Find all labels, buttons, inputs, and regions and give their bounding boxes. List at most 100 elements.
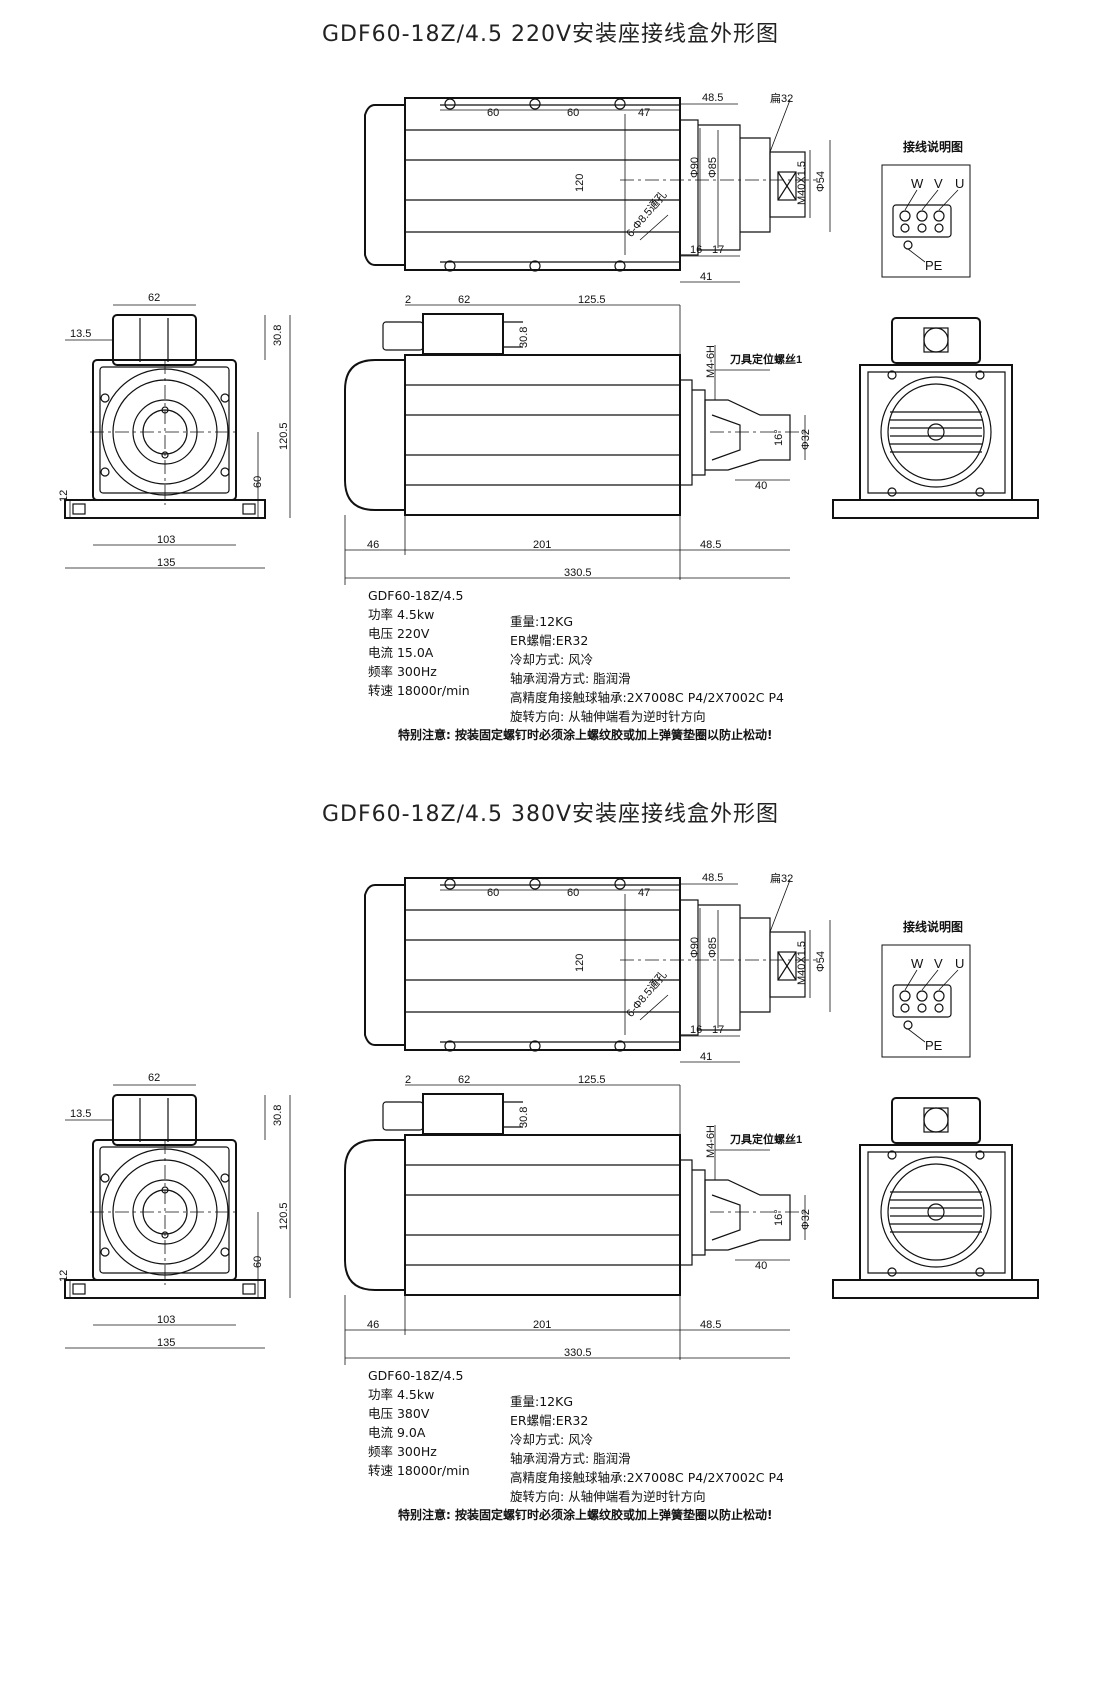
dim-135: 135 — [157, 1337, 176, 1349]
dim-dia-85: Φ85 — [707, 936, 719, 958]
terminal-v-label: V — [934, 956, 943, 971]
dim-dia-32: Φ32 — [800, 428, 812, 450]
spec-left-row: 电压 380V — [368, 1406, 430, 1421]
dim-60-a: 60 — [487, 107, 500, 119]
flat-32-label: 扁32 — [770, 93, 794, 105]
dim-46: 46 — [367, 1319, 380, 1331]
dim-16: 16 — [690, 1024, 703, 1036]
spec-right-row: 高精度角接触球轴承:2X7008C P4/2X7002C P4 — [510, 1470, 784, 1485]
side-view — [344, 304, 810, 585]
dim-60-b: 60 — [567, 887, 580, 899]
dim-dia-54: Φ54 — [815, 950, 827, 972]
special-note: 特别注意: 按装固定螺钉时必须涂上螺纹胶或加上弹簧垫圈以防止松动! — [398, 728, 773, 742]
spec-right-row: 冷却方式: 风冷 — [510, 652, 594, 667]
top-view — [364, 97, 831, 283]
wiring-diagram — [881, 164, 971, 278]
dim-120-5: 120.5 — [278, 422, 290, 450]
dim-135: 135 — [157, 557, 176, 569]
dim-dia-85: Φ85 — [707, 156, 719, 178]
terminal-pe-label: PE — [925, 1038, 943, 1053]
dim-46: 46 — [367, 539, 380, 551]
spec-right-row: ER螺帽:ER32 — [510, 1413, 589, 1428]
dim-48-5-side: 48.5 — [700, 1319, 722, 1331]
spec-right-row: 冷却方式: 风冷 — [510, 1432, 594, 1447]
wiring-diagram — [881, 944, 971, 1058]
dim-103: 103 — [157, 1314, 176, 1326]
dim-2: 2 — [405, 1074, 412, 1086]
dim-thread: M40X1.5 — [796, 940, 808, 985]
spec-right-row: 旋转方向: 从轴伸端看为逆时针方向 — [510, 709, 706, 724]
terminal-u-label: U — [955, 956, 965, 971]
tool-screw-label: 刀具定位螺丝1 — [730, 354, 803, 366]
dim-12: 12 — [58, 1269, 70, 1282]
angle-16-label: 16° — [773, 1209, 785, 1226]
spec-left-row: 功率 4.5kw — [368, 607, 435, 622]
dim-48-5-top: 48.5 — [702, 872, 724, 884]
spec-right-row: 轴承润滑方式: 脂润滑 — [510, 1451, 631, 1466]
dim-60-front: 60 — [252, 475, 264, 488]
terminal-pe-label: PE — [925, 258, 943, 273]
dim-17: 17 — [712, 244, 725, 256]
dim-201: 201 — [533, 539, 552, 551]
dim-30-8-side: 30.8 — [518, 1106, 530, 1128]
thread-m4-label: M4-6H — [705, 344, 717, 378]
dim-103: 103 — [157, 534, 176, 546]
special-note: 特别注意: 按装固定螺钉时必须涂上螺纹胶或加上弹簧垫圈以防止松动! — [398, 1508, 773, 1522]
drawing-sheet: GDF60-18Z/4.5 220V安装座接线盒外形图 — [58, 22, 1039, 742]
angle-16-label: 16° — [773, 429, 785, 446]
dim-125-5: 125.5 — [578, 1074, 606, 1086]
dim-30-8-side: 30.8 — [518, 326, 530, 348]
tool-screw-label: 刀具定位螺丝1 — [730, 1134, 803, 1146]
dim-30-8-front: 30.8 — [272, 324, 284, 346]
terminal-u-label: U — [955, 176, 965, 191]
dim-16: 16 — [690, 244, 703, 256]
dim-dia-90: Φ90 — [689, 936, 701, 958]
dim-13-5: 13.5 — [70, 328, 92, 340]
dim-thread: M40X1.5 — [796, 160, 808, 205]
dim-30-8-front: 30.8 — [272, 1104, 284, 1126]
spec-left-row: 电流 9.0A — [368, 1425, 426, 1440]
thread-m4-label: M4-6H — [705, 1124, 717, 1158]
dim-dia-32: Φ32 — [800, 1208, 812, 1230]
dim-47: 47 — [638, 887, 651, 899]
terminal-w-label: W — [911, 956, 924, 971]
dim-120: 120 — [574, 173, 586, 192]
spec-right-row: 重量:12KG — [510, 1394, 574, 1409]
dim-dia-54: Φ54 — [815, 170, 827, 192]
dim-40: 40 — [755, 1260, 768, 1272]
spec-left-row: 功率 4.5kw — [368, 1387, 435, 1402]
dim-13-5: 13.5 — [70, 1108, 92, 1120]
front-view — [64, 1084, 291, 1349]
drawing-sheet: GDF60-18Z/4.5 380V安装座接线盒外形图 — [0, 780, 1101, 1622]
dim-60-front: 60 — [252, 1255, 264, 1268]
wiring-title: 接线说明图 — [903, 920, 964, 934]
dim-12: 12 — [58, 489, 70, 502]
drawing-title: GDF60-18Z/4.5 220V安装座接线盒外形图 — [321, 22, 780, 47]
dim-120-5: 120.5 — [278, 1202, 290, 1230]
spec-left-row: 转速 18000r/min — [368, 1463, 470, 1478]
engineering-drawing — [64, 97, 1039, 585]
spec-left-row: GDF60-18Z/4.5 — [368, 1368, 464, 1383]
terminal-v-label: V — [934, 176, 943, 191]
dim-2: 2 — [405, 294, 412, 306]
dim-dia-90: Φ90 — [689, 156, 701, 178]
spec-left-row: 电压 220V — [368, 626, 430, 641]
spec-list-right: 重量:12KG ER螺帽:ER32 冷却方式: 风冷轴承润滑方式: 脂润滑高精度角接… — [510, 1392, 784, 1506]
spec-right-row: ER螺帽:ER32 — [510, 633, 589, 648]
spec-right-row: 轴承润滑方式: 脂润滑 — [510, 671, 631, 686]
engineering-drawing — [64, 877, 1039, 1365]
flat-32-label: 扁32 — [770, 873, 794, 885]
spec-right-row: 旋转方向: 从轴伸端看为逆时针方向 — [510, 1489, 706, 1504]
rear-view — [832, 317, 1039, 519]
dim-41: 41 — [700, 1051, 713, 1063]
dim-60-a: 60 — [487, 887, 500, 899]
side-view — [344, 1084, 810, 1365]
dim-330-5: 330.5 — [564, 567, 592, 579]
top-view — [364, 877, 831, 1063]
dim-48-5-side: 48.5 — [700, 539, 722, 551]
terminal-w-label: W — [911, 176, 924, 191]
spec-left-row: 电流 15.0A — [368, 645, 434, 660]
dim-47: 47 — [638, 107, 651, 119]
